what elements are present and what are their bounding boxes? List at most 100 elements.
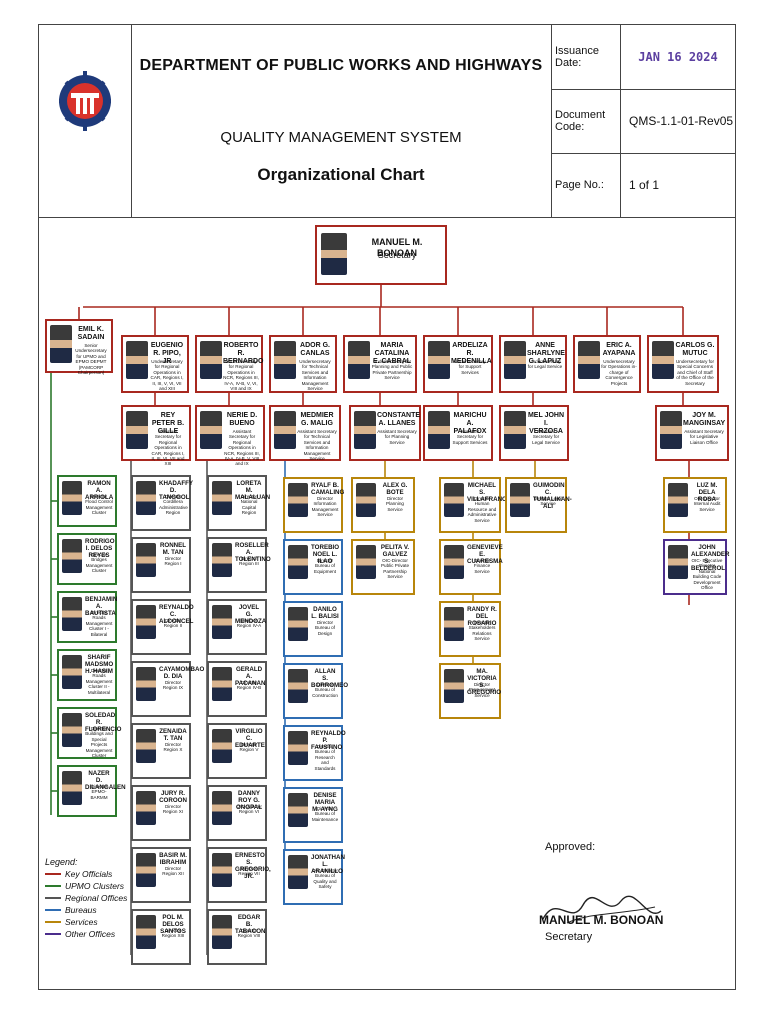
official-name: GERALD A. PACANAN	[235, 666, 266, 687]
avatar	[62, 655, 82, 689]
avatar	[136, 729, 156, 763]
official-title: Director Region IX	[162, 680, 184, 691]
official-title: Undersecretary for Special Concerns and …	[675, 359, 715, 386]
official-title: OIC-Director Bureau of Quality and Safet…	[312, 868, 338, 890]
avatar	[444, 607, 464, 641]
official-name: BASIR M. IBRAHIM	[159, 852, 187, 866]
issuance-label: Issuance Date:	[551, 25, 621, 89]
official-title: Director Finance Service	[473, 558, 491, 574]
avatar	[62, 539, 82, 573]
official-name: ADOR G. CANLAS	[300, 342, 330, 357]
official-title: Assistant Secretary for Technical Servic…	[297, 429, 337, 462]
avatar	[212, 729, 232, 763]
avatar	[136, 791, 156, 825]
official-name: ARDELIZA R. MEDENILLA	[451, 342, 492, 365]
official-title: Director Roads Management Cluster II - M…	[85, 668, 113, 695]
avatar	[288, 731, 308, 765]
official-name: JONATHAN L. ARANILLO	[311, 854, 345, 875]
avatar	[356, 483, 376, 517]
official-name: ERNESTO S. GREGORIO, JR.	[235, 852, 271, 880]
avatar	[212, 667, 232, 701]
assistant-secretary-box: MEDMIER G. MALIG Assistant Secretary for …	[269, 405, 341, 461]
official-name: EDGAR B. TABACON	[235, 914, 266, 935]
avatar	[274, 341, 296, 379]
document-header: DEPARTMENT OF PUBLIC WORKS AND HIGHWAYS …	[39, 25, 735, 218]
avatar	[126, 341, 148, 379]
official-name: ROBERTO R. BERNARDO	[223, 342, 264, 365]
official-name: EMIL K. SADAIN	[77, 326, 105, 341]
official-name: MEDMIER G. MALIG	[300, 412, 334, 427]
logo-cell	[39, 25, 132, 217]
official-title: Director Buildings and Special Projects …	[85, 726, 113, 759]
chart-title: Organizational Chart	[257, 165, 425, 184]
official-title: Director Region XII	[162, 866, 184, 877]
official-name: RANDY R. DEL ROSARIO	[467, 606, 497, 627]
avatar	[200, 341, 222, 379]
official-title: Director Procurement Service	[468, 682, 496, 698]
avatar	[668, 545, 688, 579]
legend-item-key: Key Officials	[45, 868, 155, 880]
official-title: Director Region VII	[238, 866, 260, 877]
avatar	[200, 411, 222, 449]
org-chart-page: DEPARTMENT OF PUBLIC WORKS AND HIGHWAYS …	[38, 24, 736, 990]
avatar	[274, 411, 296, 449]
official-name: DANNY ROY G. ONGPAL	[235, 790, 262, 811]
avatar	[136, 853, 156, 887]
official-title: Director Region VIII	[237, 928, 261, 939]
official-title: Undersecretary for Operations in-charge …	[601, 359, 637, 386]
avatar	[652, 341, 674, 379]
avatar	[62, 597, 82, 631]
official-title: Director Region I	[164, 556, 182, 567]
official-name: TOREBIO NOEL L. ILAO	[311, 544, 340, 565]
avatar	[321, 233, 347, 275]
avatar	[288, 855, 308, 889]
legend: Legend: Key Officials UPMO Clusters Regi…	[45, 857, 155, 940]
avatar	[504, 411, 526, 449]
code-label: Document Code:	[551, 89, 621, 153]
official-name: MEL JOHN I. VERZOSA	[527, 412, 565, 435]
avatar	[212, 481, 232, 515]
legend-title: Legend:	[45, 857, 78, 867]
official-title: Assistant Secretary for Legal Service	[532, 429, 560, 445]
official-title: Senior Undersecretary for UPMO and EPMO …	[75, 343, 107, 376]
official-name: JOY M. MANGINSAY	[683, 412, 726, 427]
official-title: Director Region XI	[162, 804, 184, 815]
avatar	[62, 771, 82, 805]
page-row: Page No.: 1 of 1	[551, 153, 735, 217]
avatar	[288, 793, 308, 827]
code-value: QMS-1.1-01-Rev05	[629, 114, 734, 128]
official-title: Director Bridges Management Cluster	[85, 552, 113, 574]
signatory-name: MANUEL M. BONOAN	[539, 913, 664, 927]
official-name: POL M. DELOS SANTOS	[160, 914, 186, 935]
official-name: JOHN ALEXANDER S. BELDEROL	[691, 544, 730, 572]
official-title: Secretary	[377, 250, 417, 260]
dpwh-logo-icon	[59, 71, 111, 131]
document-meta: Issuance Date: JAN 16 2024 Document Code…	[551, 25, 735, 217]
legend-item-other: Other Offices	[45, 928, 155, 940]
official-title: Undersecretary for Support Services	[454, 359, 486, 375]
official-name: KHADAFFY D. TANGGOL	[159, 480, 194, 501]
